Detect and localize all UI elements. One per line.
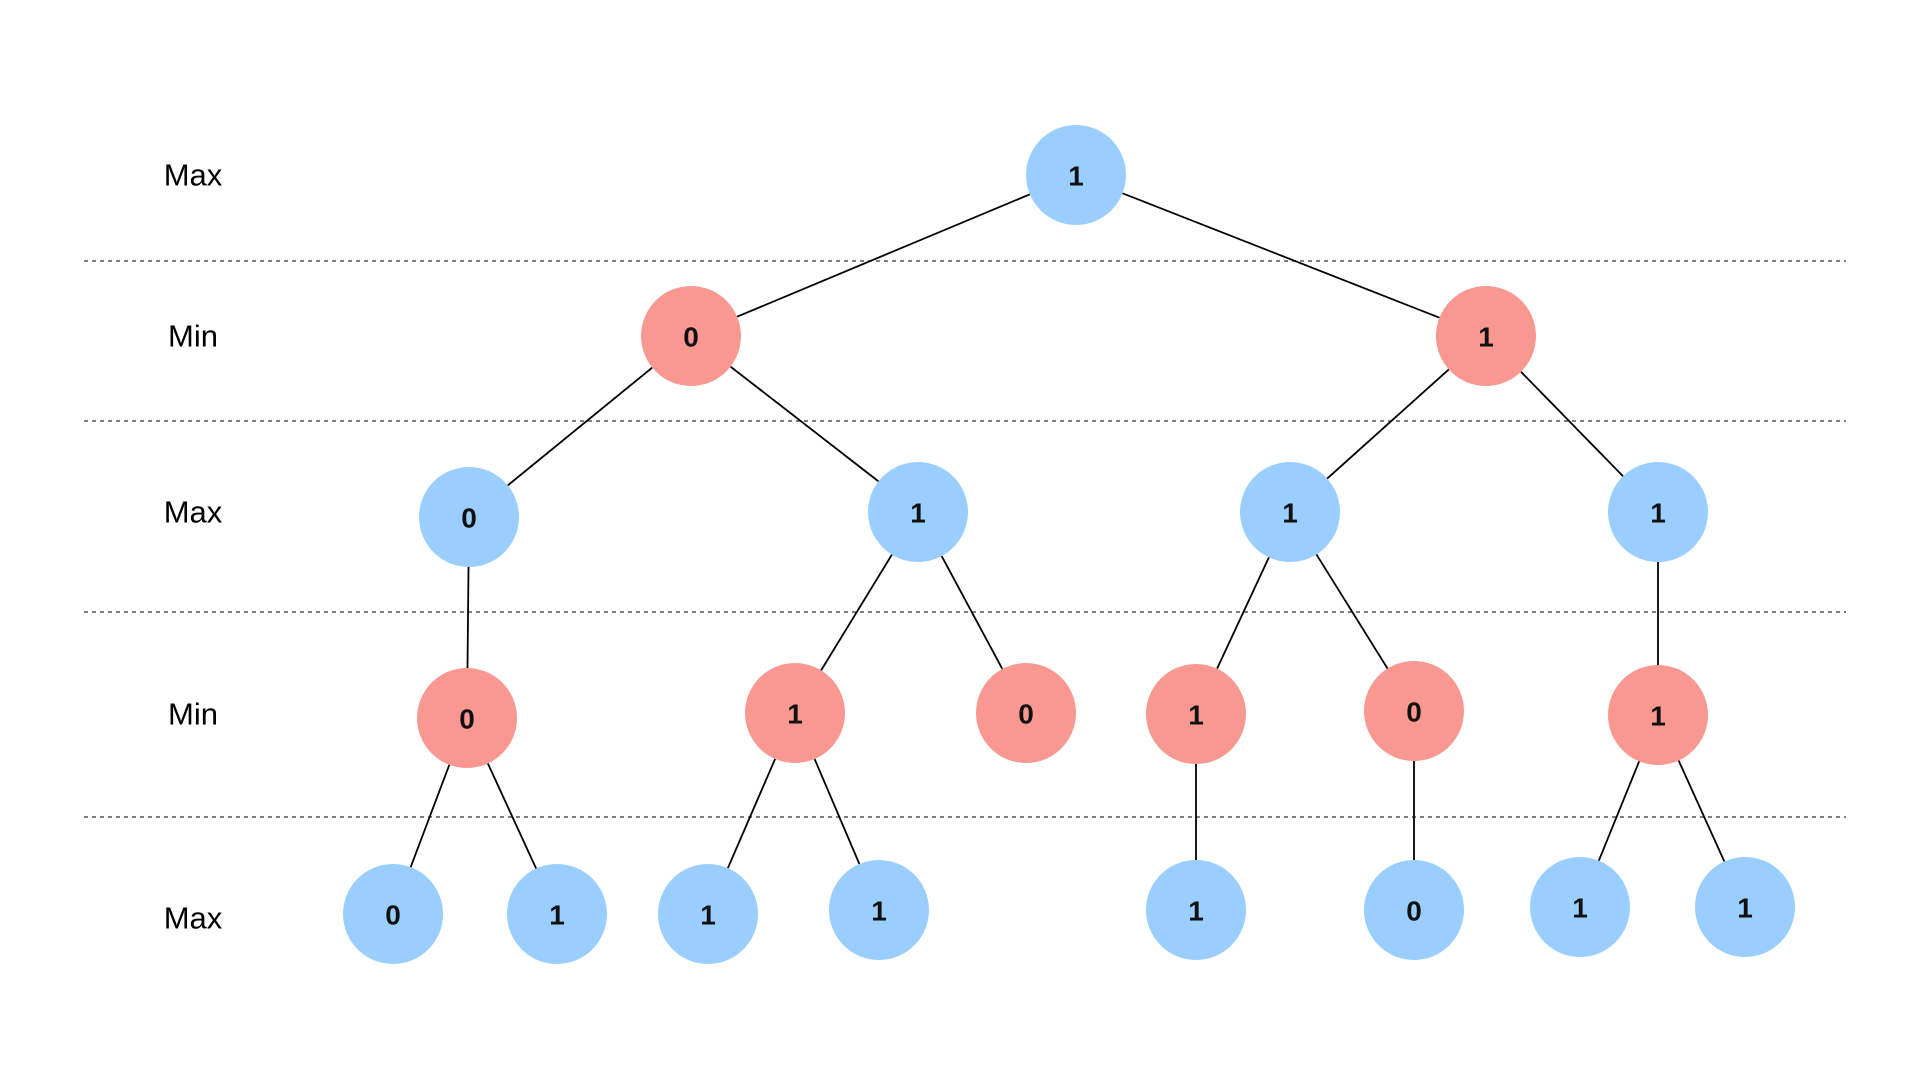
min-node-c3: 0 [976, 663, 1076, 763]
node-value: 1 [1188, 700, 1204, 731]
node-value: 0 [459, 704, 475, 735]
max-node-d7: 1 [1530, 857, 1630, 957]
tree-edges [409, 192, 1726, 869]
edge-a-a1 [507, 366, 653, 487]
node-value: 1 [787, 699, 803, 730]
edge-b1-c5 [1315, 553, 1389, 670]
max-node-circle [1695, 857, 1795, 957]
level-label-max-1: Max [164, 158, 223, 193]
min-node-c6: 1 [1608, 665, 1708, 765]
max-node-b2: 1 [1608, 462, 1708, 562]
node-value: 1 [700, 900, 716, 931]
node-value: 1 [1478, 322, 1494, 353]
edge-b-b2 [1520, 371, 1624, 477]
edge-a1-c1 [466, 566, 470, 669]
max-node-circle [1146, 860, 1246, 960]
node-value: 1 [1188, 896, 1204, 927]
min-node-circle [1146, 664, 1246, 764]
node-value: 1 [910, 498, 926, 529]
level-label-min-4: Min [168, 697, 218, 732]
node-value: 1 [871, 896, 887, 927]
max-node-circle [1530, 857, 1630, 957]
level-label-min-2: Min [168, 319, 218, 354]
node-value: 1 [1650, 701, 1666, 732]
node-value: 0 [683, 322, 699, 353]
edge-a2-c3 [940, 555, 1004, 670]
edge-c6-d7 [1597, 760, 1641, 862]
max-node-d1: 0 [343, 864, 443, 964]
level-dividers [84, 260, 1846, 818]
node-value: 0 [1406, 896, 1422, 927]
max-node-circle [1026, 125, 1126, 225]
level-label-max-5: Max [164, 901, 223, 936]
level-label-max-3: Max [164, 495, 223, 530]
max-node-circle [419, 467, 519, 567]
min-node-circle [1608, 665, 1708, 765]
node-value: 1 [1572, 893, 1588, 924]
max-node-circle [1364, 860, 1464, 960]
max-node-a2: 1 [868, 462, 968, 562]
min-node-b: 1 [1436, 286, 1536, 386]
node-value: 1 [1737, 893, 1753, 924]
edge-c1-d2 [487, 763, 537, 869]
max-node-d6: 0 [1364, 860, 1464, 960]
edge-c6-d8 [1677, 760, 1726, 862]
min-node-c2: 1 [745, 663, 845, 763]
edge-c2-d4 [813, 758, 861, 865]
edge-b-b1 [1326, 368, 1450, 480]
min-node-circle [745, 663, 845, 763]
edge-c2-d3 [727, 758, 776, 869]
max-node-circle [1608, 462, 1708, 562]
min-node-circle [976, 663, 1076, 763]
edge-b1-c4 [1216, 556, 1270, 670]
max-node-circle [343, 864, 443, 964]
max-node-d8: 1 [1695, 857, 1795, 957]
node-value: 1 [549, 900, 565, 931]
max-node-b1: 1 [1240, 462, 1340, 562]
max-node-d2: 1 [507, 864, 607, 964]
edge-root-b [1122, 192, 1440, 319]
node-value: 1 [1068, 161, 1084, 192]
node-value: 0 [1406, 697, 1422, 728]
max-node-root: 1 [1026, 125, 1126, 225]
node-value: 0 [461, 503, 477, 534]
edge-root-a [736, 193, 1031, 318]
tree-nodes: 1 0 1 0 1 1 1 0 1 0 1 0 1 0 1 1 1 1 0 1 1 [343, 125, 1795, 964]
min-node-circle [641, 286, 741, 386]
node-value: 0 [1018, 699, 1034, 730]
min-node-circle [417, 668, 517, 768]
min-node-circle [1436, 286, 1536, 386]
edge-c1-d1 [409, 764, 451, 868]
max-node-a1: 0 [419, 467, 519, 567]
edge-a-a2 [729, 365, 880, 483]
max-node-d3: 1 [658, 864, 758, 964]
node-value: 1 [1650, 498, 1666, 529]
max-node-circle [507, 864, 607, 964]
max-node-circle [868, 462, 968, 562]
max-node-circle [658, 864, 758, 964]
min-node-c5: 0 [1364, 661, 1464, 761]
min-node-c4: 1 [1146, 664, 1246, 764]
node-value: 1 [1282, 498, 1298, 529]
max-node-circle [1240, 462, 1340, 562]
node-value: 0 [385, 900, 401, 931]
min-node-c1: 0 [417, 668, 517, 768]
max-node-circle [829, 860, 929, 960]
edge-a2-c2 [820, 554, 893, 671]
max-node-d4: 1 [829, 860, 929, 960]
min-node-circle [1364, 661, 1464, 761]
max-node-d5: 1 [1146, 860, 1246, 960]
min-node-a: 0 [641, 286, 741, 386]
